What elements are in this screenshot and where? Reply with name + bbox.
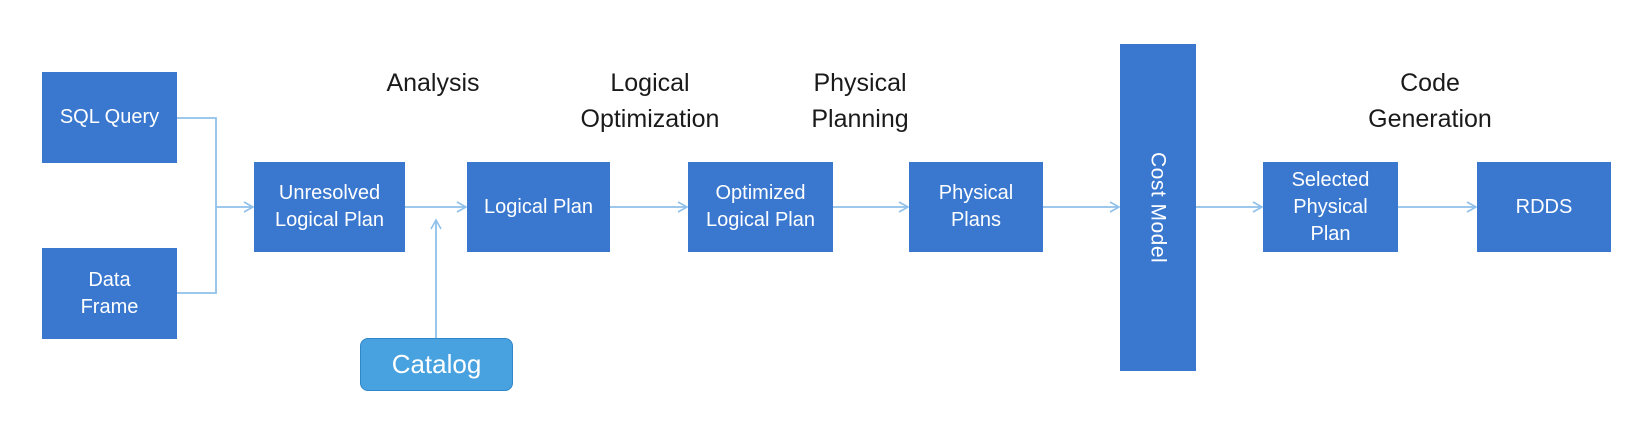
node-catalog: Catalog — [360, 338, 513, 391]
stage-label-analysis: Analysis — [386, 69, 480, 97]
connector-sql-query — [177, 117, 217, 207]
node-sql-query: SQL Query — [42, 72, 177, 163]
node-unresolved-logical-plan: Unresolved Logical Plan — [254, 162, 405, 252]
stage-label-physical-planning: Physical Planning — [811, 69, 909, 133]
node-rdds: RDDS — [1477, 162, 1611, 252]
stage-label-logical-optimization: Logical Optimization — [580, 69, 720, 133]
node-data-frame: Data Frame — [42, 248, 177, 339]
node-cost-model: Cost Model — [1120, 44, 1196, 371]
connector-data-frame — [177, 207, 217, 294]
node-logical-plan: Logical Plan — [467, 162, 610, 252]
stage-label-code-generation: Code Generation — [1368, 69, 1492, 133]
node-optimized-logical-plan: Optimized Logical Plan — [688, 162, 833, 252]
node-selected-physical-plan: Selected Physical Plan — [1263, 162, 1398, 252]
node-physical-plans: Physical Plans — [909, 162, 1043, 252]
